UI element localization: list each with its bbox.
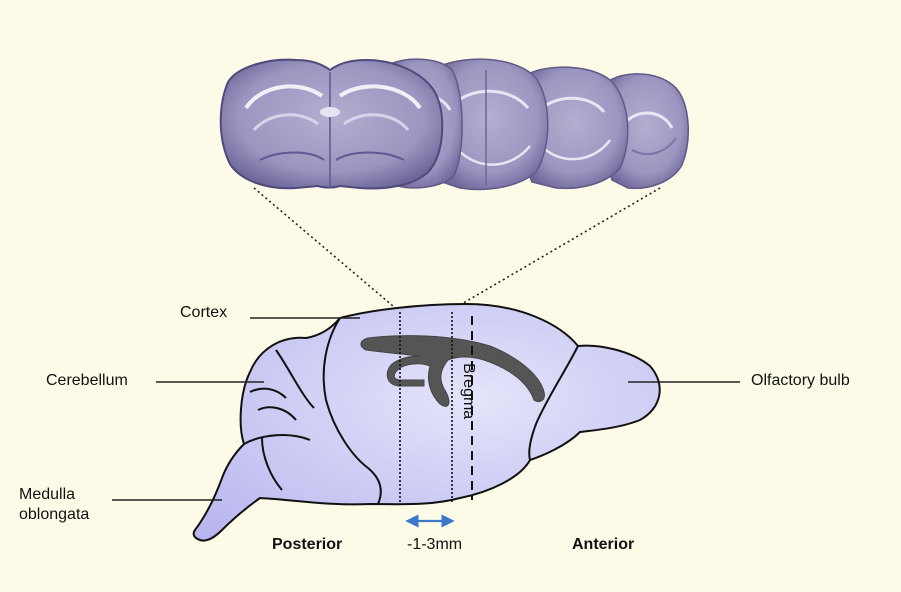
olfactory-bulb-label: Olfactory bulb: [751, 372, 850, 390]
cerebellum-label: Cerebellum: [46, 372, 128, 390]
posterior-label: Posterior: [272, 536, 342, 554]
cortex-label: Cortex: [180, 304, 227, 322]
bregma-label: Bregma: [459, 363, 477, 419]
coronal-section-1: [221, 60, 443, 189]
range-label: -1-3mm: [407, 536, 462, 554]
medulla-label-line1: Medulla: [19, 486, 75, 504]
anterior-label: Anterior: [572, 536, 634, 554]
medulla-label-line2: oblongata: [19, 506, 89, 524]
coronal-sections: [221, 59, 689, 189]
